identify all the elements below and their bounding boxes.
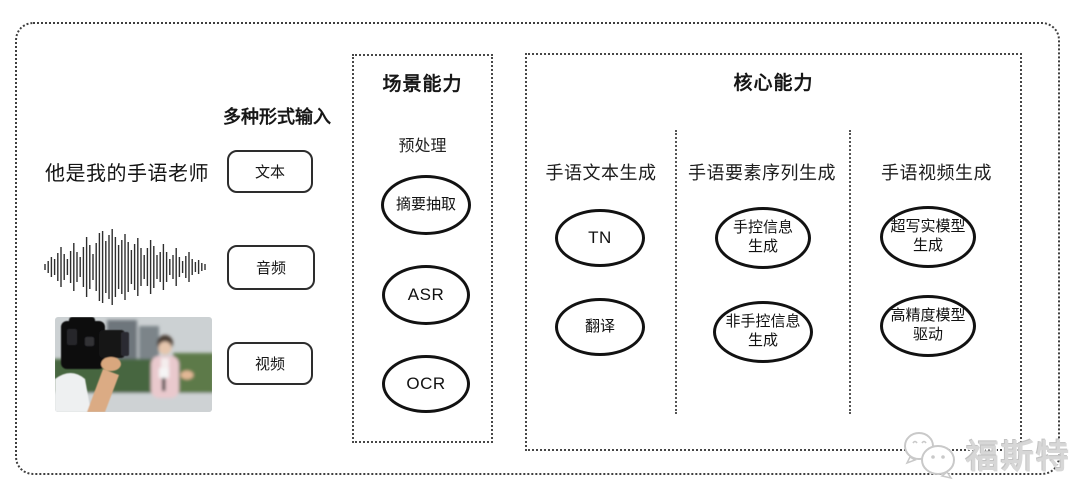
input-type-box-audio: 音频 (227, 245, 315, 290)
core-panel-title: 核心能力 (733, 73, 814, 94)
oval-asr: ASR (382, 265, 470, 325)
outer-dotted-frame (15, 22, 1060, 475)
watermark-brand-text: 福斯特 (966, 438, 1071, 475)
column-header-sign-text-generation: 手语文本生成 (545, 163, 657, 183)
column-divider-2 (849, 130, 851, 414)
input-type-label-audio: 音频 (255, 260, 286, 277)
oval-summary-extraction: 摘要抽取 (381, 175, 471, 235)
watermark: 福斯特 (898, 428, 1071, 480)
input-type-box-text: 文本 (227, 150, 313, 193)
column-header-sign-element-sequence-generation: 手语要素序列生成 (688, 163, 836, 183)
oval-hyperrealistic-model-generation: 超写实模型 生成 (880, 206, 976, 268)
news-photo-illustration (55, 317, 212, 412)
video-input-thumbnail (55, 317, 212, 412)
oval-translation: 翻译 (555, 298, 645, 356)
oval-manual-info-generation: 手控信息 生成 (715, 207, 811, 269)
text-input-sample: 他是我的手语老师 (45, 163, 209, 185)
audio-waveform-icon (44, 229, 206, 305)
core-capability-panel: 核心能力 手语文本生成 手语要素序列生成 手语视频生成 TN 翻译 手控信息 生… (525, 53, 1022, 451)
column-divider-1 (675, 130, 677, 414)
column-header-sign-video-generation: 手语视频生成 (881, 163, 992, 183)
oval-high-precision-model-driving: 高精度模型 驱动 (880, 295, 976, 357)
scene-panel-title: 场景能力 (382, 74, 463, 95)
input-type-label-video: 视频 (254, 356, 285, 373)
input-type-box-video: 视频 (227, 342, 313, 385)
oval-tn: TN (555, 209, 645, 267)
oval-non-manual-info-generation: 非手控信息 生成 (713, 301, 813, 363)
watermark-chat-bubbles-icon (904, 432, 955, 480)
input-type-label-text: 文本 (254, 164, 285, 181)
scene-capability-panel: 场景能力 预处理 摘要抽取 ASR OCR (352, 54, 493, 443)
preprocess-label: 预处理 (398, 138, 447, 155)
input-section-header: 多种形式输入 (223, 107, 331, 127)
oval-ocr: OCR (382, 355, 470, 413)
